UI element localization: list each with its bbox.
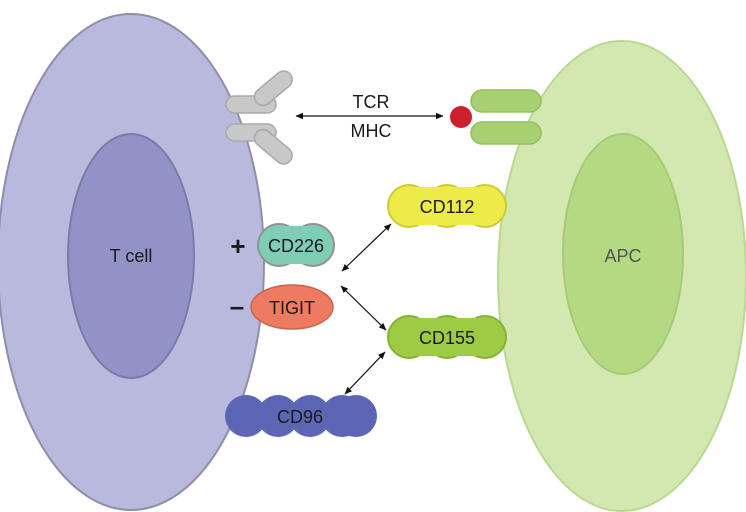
tcr-label: TCR (353, 92, 390, 112)
interaction-arrows (340, 223, 392, 395)
cd226-cd112-arrow (341, 223, 392, 272)
t-cell-nucleus (67, 133, 195, 379)
minus-sign: – (230, 291, 244, 321)
apc-cell: APC (497, 40, 746, 512)
cd226-receptor: CD226 (257, 223, 335, 267)
cd96-label: CD96 (277, 407, 323, 427)
t-cell-label: T cell (110, 246, 153, 266)
tigit-label: TIGIT (269, 298, 315, 318)
apc-label: APC (604, 246, 641, 266)
cd155-label: CD155 (419, 328, 475, 348)
plus-sign: + (230, 231, 245, 261)
peptide-dot (450, 106, 472, 128)
cd96-cd155-arrow (344, 351, 386, 395)
mhc-molecule (470, 89, 542, 145)
tcr-receptor (225, 70, 293, 165)
cd112-ligand: CD112 (387, 184, 507, 228)
mhc-label: MHC (351, 121, 392, 141)
cd112-label: CD112 (420, 197, 475, 217)
cd96-receptor: CD96 (225, 395, 377, 437)
cd226-label: CD226 (268, 236, 324, 256)
tigit-cd155-arrow (340, 285, 387, 331)
cd155-ligand: CD155 (387, 315, 507, 359)
tigit-receptor: TIGIT (250, 284, 334, 330)
apc-nucleus (562, 133, 684, 375)
t-cell: T cell (0, 13, 265, 511)
